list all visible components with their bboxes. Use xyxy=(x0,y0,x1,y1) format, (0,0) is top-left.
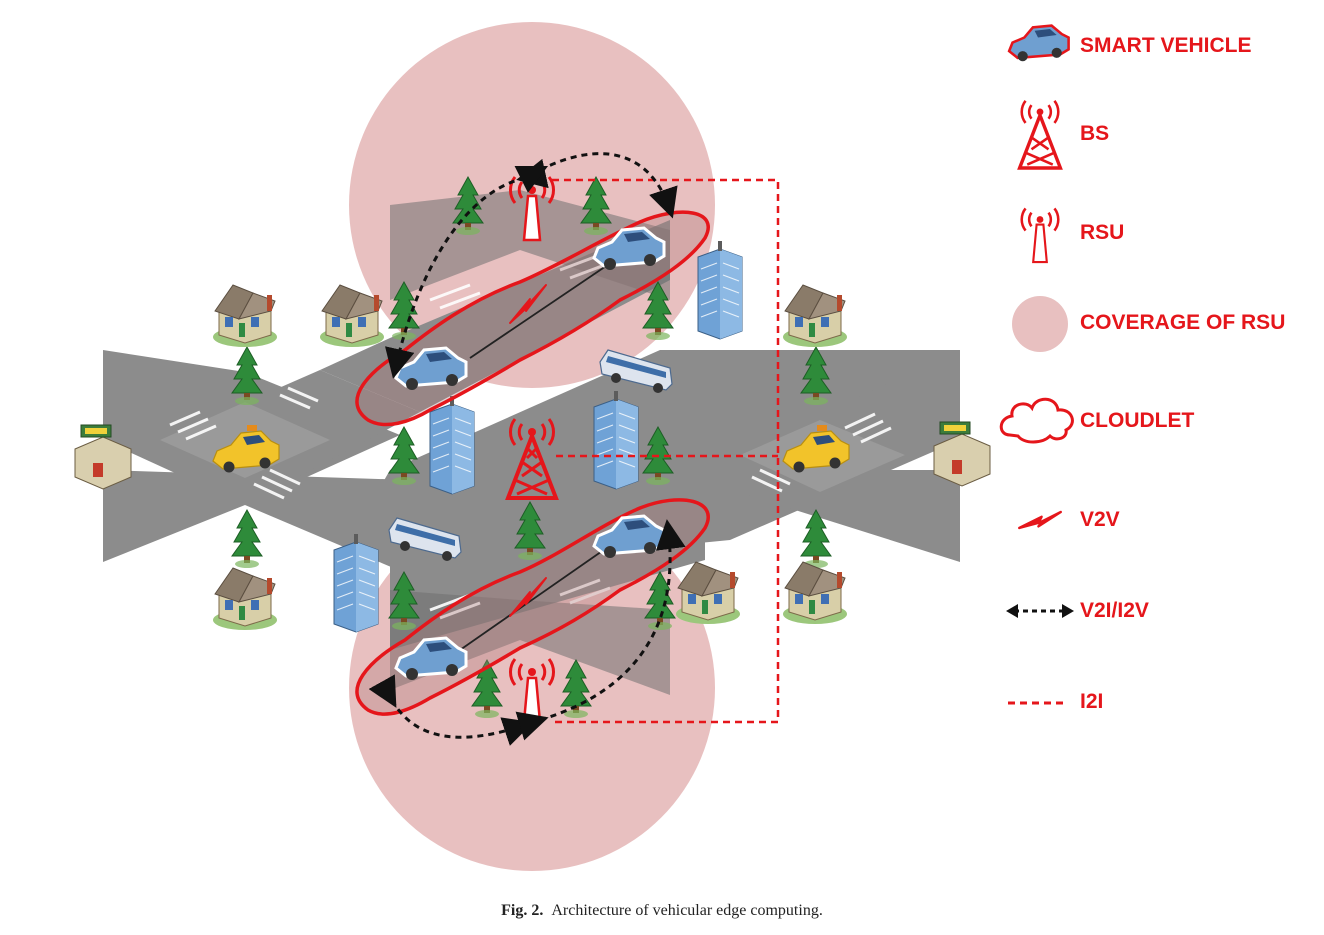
legend-rsu-icon xyxy=(1020,207,1060,264)
legend-v2i-icon xyxy=(1006,604,1074,618)
legend-label-v2v: V2V xyxy=(1080,508,1120,531)
legend-v2v-icon xyxy=(1017,510,1063,530)
legend-label-v2i: V2I/I2V xyxy=(1080,599,1149,622)
legend-coverage-icon xyxy=(1012,296,1068,352)
legend-label-i2i: I2I xyxy=(1080,690,1104,713)
gas-station-right xyxy=(933,421,991,487)
legend-label-rsu: RSU xyxy=(1080,221,1125,244)
legend-label-smart-vehicle: SMART VEHICLE xyxy=(1080,34,1252,57)
figure-caption-text: Architecture of vehicular edge computing… xyxy=(551,902,823,919)
figure-caption-label: Fig. 2. xyxy=(501,902,544,919)
legend-label-bs: BS xyxy=(1080,122,1110,145)
legend-smart-vehicle-icon xyxy=(1007,24,1070,62)
figure-caption: Fig. 2. Architecture of vehicular edge c… xyxy=(0,902,1324,920)
v2i-arrows xyxy=(368,152,686,746)
legend-bs-icon xyxy=(1017,100,1063,170)
legend-label-cloudlet: CLOUDLET xyxy=(1080,409,1195,432)
legend-cloudlet-icon xyxy=(999,397,1074,444)
legend xyxy=(999,24,1074,705)
legend-label-coverage: COVERAGE OF RSU xyxy=(1080,311,1286,334)
